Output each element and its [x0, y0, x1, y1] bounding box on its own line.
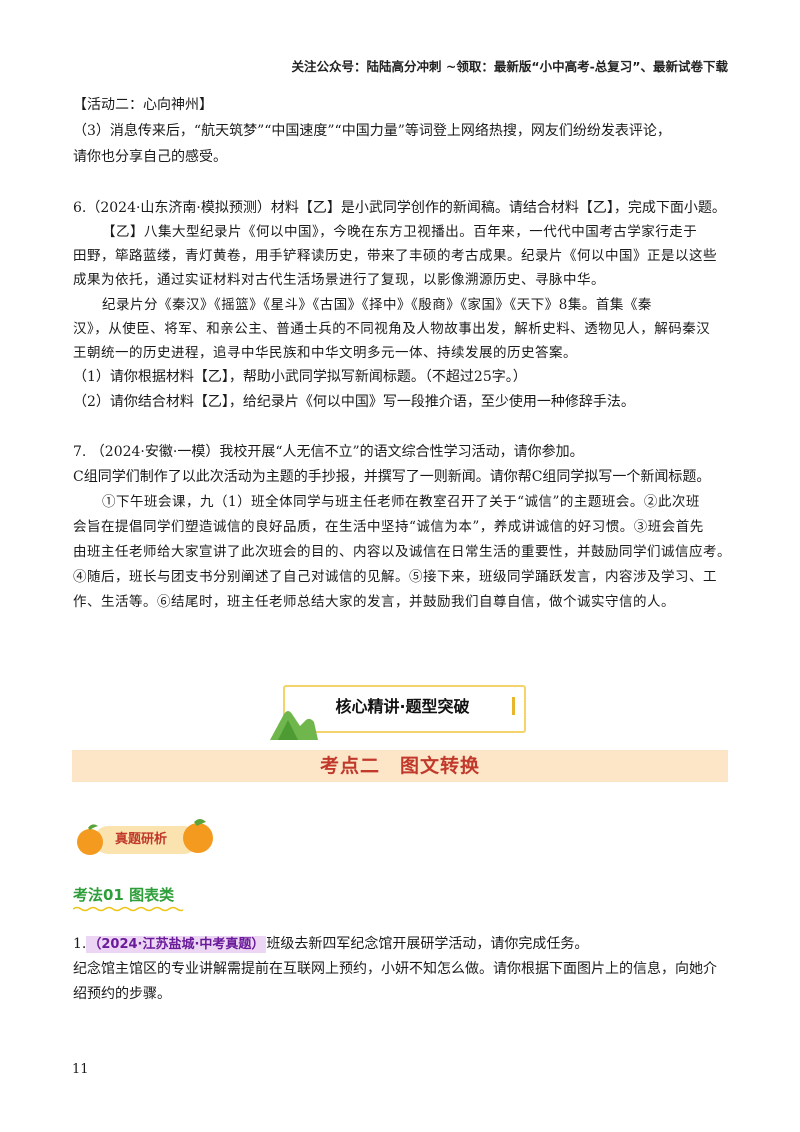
- page-number: 11: [72, 1062, 89, 1077]
- q7-stem: 7. （2024·安徽·一模）我校开展“人无信不立”的语文综合性学习活动，请你参…: [73, 444, 584, 460]
- q1-stem: 1.（2024·江苏盐城·中考真题）班级去新四军纪念馆开展研学活动，请你完成任务…: [73, 934, 588, 955]
- section-title: 考点二 图文转换: [319, 755, 480, 777]
- q1-line3: 绍预约的步骤。: [73, 986, 171, 1002]
- mountain-icon: [270, 711, 318, 740]
- q6-p2-line3: 王朝统一的历史进程，追寻中华民族和中华文明多元一体、持续发展的历史答案。: [73, 345, 577, 361]
- q1-source-highlight: （2024·江苏盐城·中考真题）: [86, 936, 267, 953]
- wavy-underline: [73, 906, 183, 912]
- q6-sub1: （1）请你根据材料【乙】，帮助小武同学拟写新闻标题。（不超过25字。）: [73, 369, 527, 385]
- q7-para-line1: ①下午班会课，九（1）班全体同学与班主任老师在教室召开了关于“诚信”的主题班会。…: [102, 494, 700, 510]
- core-banner-label: 核心精讲·题型突破: [335, 697, 470, 716]
- q6-stem: 6.（2024·山东济南·模拟预测）材料【乙】是小武同学创作的新闻稿。请结合材料…: [73, 200, 726, 216]
- q7-para-line5: 作、生活等。⑥结尾时，班主任老师总结大家的发言，并鼓励我们自尊自信，做个诚实守信…: [73, 594, 675, 610]
- q6-p1-line1: 【乙】八集大型纪录片《何以中国》，今晚在东方卫视播出。百年来，一代代中国考古学家…: [102, 224, 698, 240]
- q6-p2-line1: 纪录片分《秦汉》《摇篮》《星斗》《古国》《择中》《殷商》《家国》《天下》8集。首…: [102, 297, 652, 313]
- q6-p1-line2: 田野，筚路蓝缕，青灯黄卷，用手铲释读历史，带来了丰硕的考古成果。纪录片《何以中国…: [73, 248, 717, 264]
- activity2-title: 【活动二：心向神州】: [73, 97, 213, 113]
- activity2-q3-line1: （3）消息传来后，“航天筑梦”“中国速度”“中国力量”等词登上网络热搜，网友们纷…: [73, 123, 671, 139]
- q7-para-line3: 由班主任老师给大家宣讲了此次班会的目的、内容以及诚信在日常生活的重要性，并鼓励同…: [73, 544, 731, 560]
- q1-stem-rest: 班级去新四军纪念馆开展研学活动，请你完成任务。: [266, 936, 589, 952]
- zhenti-badge-label: 真题研析: [114, 832, 167, 847]
- core-banner-accent: [512, 697, 515, 715]
- q7-para-line4: ④随后，班长与团支书分别阐述了自己对诚信的见解。⑤接下来，班级同学踊跃发言，内容…: [73, 569, 717, 585]
- activity2-q3-line2: 请你也分享自己的感受。: [73, 149, 227, 165]
- q1-number: 1.: [73, 936, 87, 952]
- q6-p2-line2: 汉》，从使臣、将军、和亲公主、普通士兵的不同视角及人物故事出发，解析史料、透物见…: [73, 321, 711, 337]
- core-banner-frame: [283, 685, 526, 733]
- orange-pill-icon: [77, 819, 213, 855]
- q6-sub2: （2）请你结合材料【乙】，给纪录片《何以中国》写一段推介语，至少使用一种修辞手法…: [73, 394, 635, 410]
- q6-p1-line3: 成果为依托，通过实证材料对古代生活场景进行了复现，以影像溯源历史、寻脉中华。: [73, 272, 605, 288]
- q7-para-line2: 会旨在提倡同学们塑造诚信的良好品质，在生活中坚持“诚信为本”，养成讲诚信的好习惯…: [73, 519, 704, 535]
- kaofa-heading: 考法01 图表类: [73, 886, 175, 904]
- q1-line2: 纪念馆主馆区的专业讲解需提前在互联网上预约，小妍不知怎么做。请你根据下面图片上的…: [73, 961, 717, 977]
- page-header: 关注公众号：陆陆高分冲刺 ~领取：最新版“小中高考-总复习”、最新试卷下载: [291, 59, 728, 74]
- q7-line2: C组同学们制作了以此次活动为主题的手抄报，并撰写了一则新闻。请你帮C组同学拟写一…: [73, 469, 711, 485]
- section-title-bar: [72, 750, 728, 782]
